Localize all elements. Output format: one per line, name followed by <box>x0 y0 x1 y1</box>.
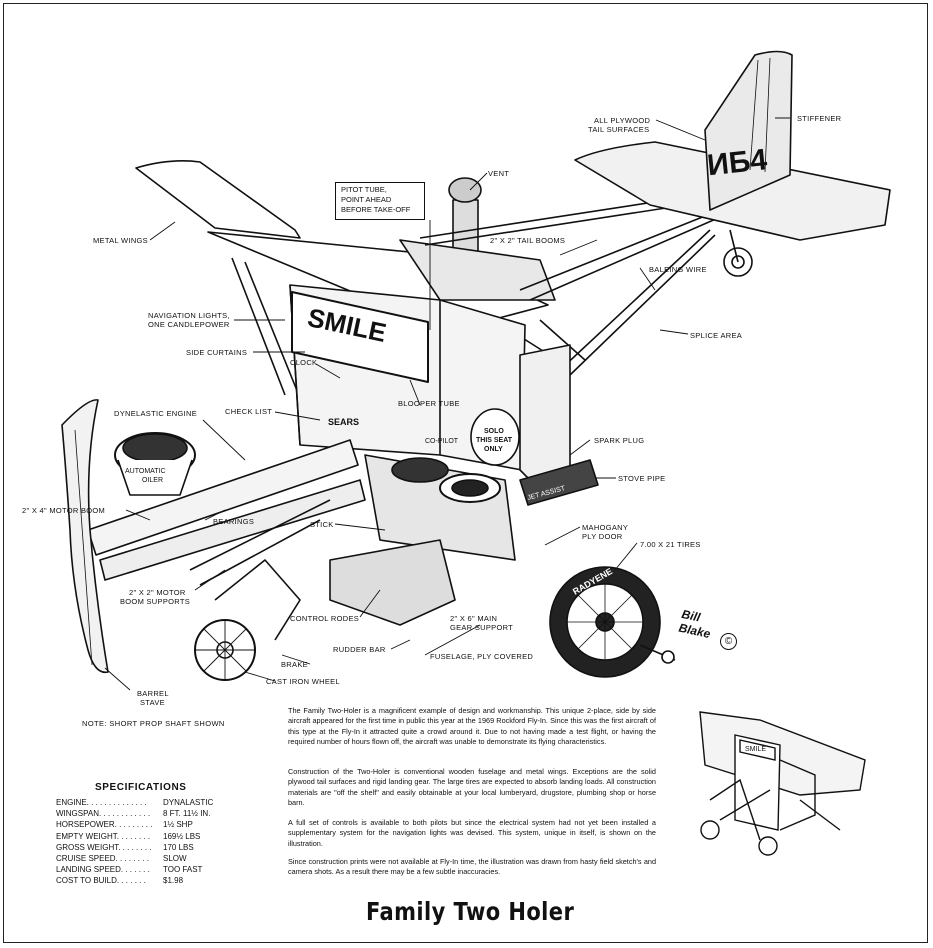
solo-text-1: SOLO <box>484 428 504 435</box>
stove-pipe <box>519 459 599 506</box>
inset-smile-text: SMILE <box>745 746 766 753</box>
motor-boom <box>87 439 359 556</box>
label-stiffener: STIFFENER <box>797 114 842 123</box>
label-tires: 7.00 X 21 TIRES <box>640 540 701 549</box>
label-nav-lights-1: NAVIGATION LIGHTS, <box>148 311 230 320</box>
oiler-text-2: OILER <box>142 477 163 484</box>
label-motor-boom: 2" X 4" MOTOR BOOM <box>22 506 106 515</box>
spec-row: CRUISE SPEED. . . . . . . .SLOW <box>56 854 187 864</box>
label-mahogany-1: MAHOGANY <box>582 523 629 532</box>
page-border <box>3 3 928 943</box>
tail-number-text: ИБ4 <box>706 143 769 182</box>
label-dynelastic-engine: DYNELASTIC ENGINE <box>114 409 198 418</box>
spec-row: HORSEPOWER. . . . . . . . .1½ SHP <box>56 820 193 830</box>
label-stick: STICK <box>310 520 334 529</box>
label-bearings: BEARINGS <box>213 517 255 526</box>
spec-row: GROSS WEIGHT. . . . . . . .170 LBS <box>56 842 194 852</box>
label-splice-area: SPLICE AREA <box>690 331 743 340</box>
label-tail-surfaces: TAIL SURFACES <box>588 125 650 134</box>
solo-text-2: THIS SEAT <box>476 437 513 444</box>
label-side-curtains: SIDE CURTAINS <box>186 348 248 357</box>
paragraph-intro: The Family Two-Holer is a magnificent ex… <box>288 706 656 747</box>
spec-row: COST TO BUILD. . . . . . .$1.98 <box>56 876 184 886</box>
label-vent: VENT <box>488 169 510 178</box>
spec-row: EMPTY WEIGHT. . . . . . . .169½ LBS <box>56 831 201 841</box>
page-title: Family Two Holer <box>366 897 575 926</box>
label-motor-boom-supports-1: 2" x 2" MOTOR <box>129 588 186 597</box>
specifications-heading: SPECIFICATIONS <box>95 782 187 793</box>
label-fuselage: FUSELAGE, PLY COVERED <box>430 652 534 661</box>
label-spark-plug: SPARK PLUG <box>594 436 645 445</box>
co-pilot-text: CO-PILOT <box>425 438 459 445</box>
prop-shaft-note: NOTE: SHORT PROP SHAFT SHOWN <box>82 719 225 728</box>
spec-row: WINGSPAN. . . . . . . . . . . .8 FT. 11½… <box>56 809 211 819</box>
label-rudder-bar: RUDDER BAR <box>333 645 386 654</box>
propeller <box>61 399 109 674</box>
label-metal-wings: METAL WINGS <box>93 236 148 245</box>
paragraph-controls: A full set of controls is available to b… <box>288 818 656 848</box>
oiler-text-1: AUTOMATIC <box>125 468 166 475</box>
tail-booms <box>419 194 726 301</box>
copyright-mark: © <box>720 633 737 650</box>
label-check-list: CHECK LIST <box>225 407 273 416</box>
smile-sign <box>291 291 429 383</box>
label-blooper-tube: BLOOPER TUBE <box>398 399 460 408</box>
label-motor-boom-supports-2: BOOM SUPPORTS <box>120 597 191 606</box>
label-barrel-2: STAVE <box>140 698 165 707</box>
solo-text-3: ONLY <box>484 446 503 453</box>
label-main-gear-1: 2" X 6" MAIN <box>450 614 498 623</box>
upper-wing <box>135 160 301 239</box>
pitot-tube-callout: PITOT TUBE, POINT AHEAD BEFORE TAKE-OFF <box>335 182 425 220</box>
label-all-plywood: ALL PLYWOOD <box>594 116 651 125</box>
label-barrel-1: BARREL <box>137 689 169 698</box>
label-brake: BRAKE <box>281 660 308 669</box>
label-cast-iron-wheel: CAST IRON WHEEL <box>266 677 340 686</box>
sears-text: SEARS <box>328 417 359 427</box>
spec-row: LANDING SPEED. . . . . . .TOO FAST <box>56 865 203 875</box>
paragraph-construction: Construction of the Two-Holer is convent… <box>288 767 656 808</box>
label-clock: CLOCK <box>290 358 318 367</box>
label-main-gear-2: GEAR SUPPORT <box>450 623 514 632</box>
inset-sketch: SMILE <box>699 711 866 856</box>
label-mahogany-2: PLY DOOR <box>582 532 623 541</box>
label-nav-lights-2: ONE CANDLEPOWER <box>148 320 230 329</box>
paragraph-accuracy: Since construction prints were not avail… <box>288 857 656 877</box>
vertical-tail <box>704 50 793 211</box>
label-tail-booms: 2" x 2" TAIL BOOMS <box>490 236 566 245</box>
label-control-rods: CONTROL RODES <box>290 614 360 623</box>
label-baleing-wire: BALEING WIRE <box>649 265 707 274</box>
label-stove-pipe: STOVE PIPE <box>618 474 666 483</box>
spec-row: ENGINE. . . . . . . . . . . . . .DYNALAS… <box>56 798 214 807</box>
specifications-table: ENGINE. . . . . . . . . . . . . .DYNALAS… <box>56 797 213 887</box>
